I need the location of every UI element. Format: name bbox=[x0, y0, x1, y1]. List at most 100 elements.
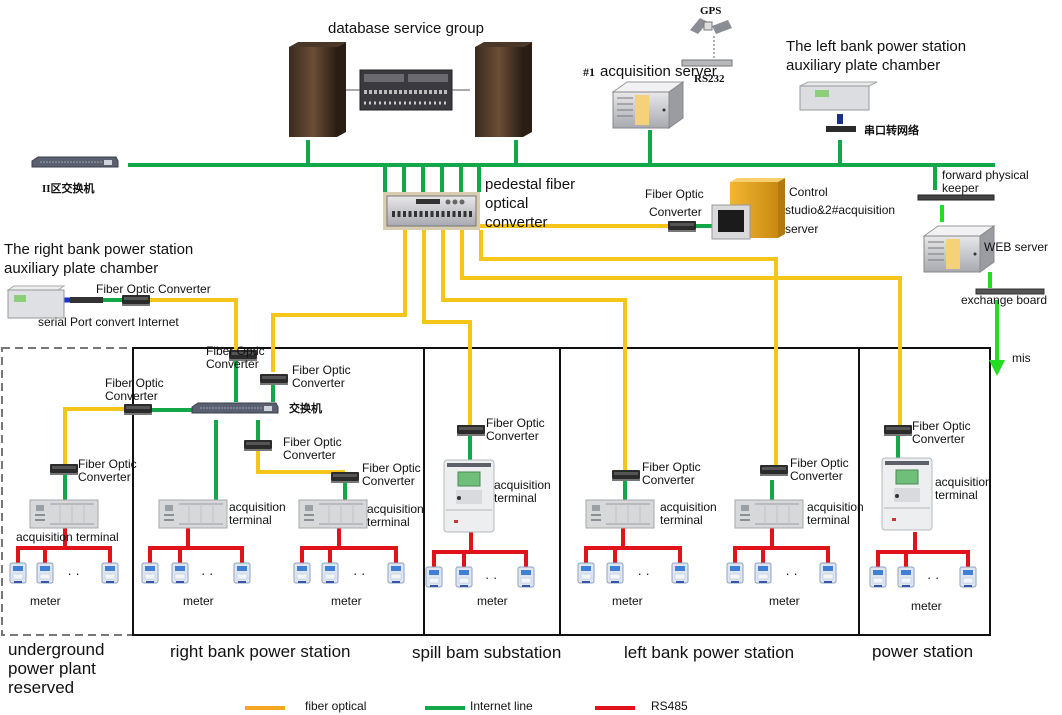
acq-terminal-label: acquisition terminal bbox=[16, 530, 119, 544]
fiber-optic-converter[interactable] bbox=[612, 470, 640, 481]
gps-label: GPS bbox=[700, 5, 721, 17]
database-storage-array[interactable] bbox=[359, 69, 453, 111]
meter-icon[interactable] bbox=[101, 562, 119, 584]
fiber-optic-converter[interactable] bbox=[884, 425, 912, 436]
meter-icon[interactable] bbox=[387, 562, 405, 584]
meter-icon[interactable] bbox=[141, 562, 159, 584]
forward-keeper-label-line2: keeper bbox=[942, 181, 979, 195]
meter-icon[interactable] bbox=[869, 566, 887, 588]
switch-cn-label: 交换机 bbox=[289, 401, 322, 415]
acq-terminal-underground[interactable] bbox=[29, 499, 99, 529]
meter-icon[interactable] bbox=[321, 562, 339, 584]
foc-label-line1: Fiber Optic bbox=[283, 435, 342, 449]
meter-icon[interactable] bbox=[577, 562, 595, 584]
web-server-label: WEB server bbox=[984, 240, 1048, 254]
rs485-lines bbox=[16, 528, 970, 567]
left-bank-chamber-line1: The left bank power station bbox=[786, 38, 966, 55]
right-bank-chamber-device[interactable] bbox=[6, 285, 66, 319]
meter-label: meter bbox=[331, 594, 362, 608]
acq-terminal-lb1[interactable] bbox=[585, 499, 655, 529]
serial-to-network-device[interactable] bbox=[826, 126, 856, 132]
acquisition-server-1[interactable] bbox=[612, 81, 684, 129]
acq-label-line2: terminal bbox=[935, 488, 978, 502]
fiber-optic-converter[interactable] bbox=[244, 440, 272, 451]
ellipsis: · · bbox=[927, 570, 939, 585]
section-label-right-bank: right bank power station bbox=[170, 642, 351, 661]
meter-icon[interactable] bbox=[517, 566, 535, 588]
foc-label-line1: Fiber Optic bbox=[790, 456, 849, 470]
fiber-optic-converter[interactable] bbox=[331, 472, 359, 483]
fiber-optic-converter[interactable] bbox=[124, 404, 152, 415]
meter-label: meter bbox=[769, 594, 800, 608]
control-label-line1: Control bbox=[789, 185, 828, 199]
top-fiber-optic-converter[interactable] bbox=[668, 221, 696, 232]
acq-label-line2: terminal bbox=[660, 513, 703, 527]
foc-label-line1: Fiber Optic bbox=[105, 376, 164, 390]
meter-icon[interactable] bbox=[233, 562, 251, 584]
foc-label-line1: Fiber Optic bbox=[362, 461, 421, 475]
section-label-left-bank: left bank power station bbox=[624, 643, 794, 662]
acq-terminal-rb1[interactable] bbox=[158, 499, 228, 529]
meter-icon[interactable] bbox=[9, 562, 27, 584]
acq-label-line2: terminal bbox=[229, 513, 272, 527]
acq-label-line1: acquisition bbox=[807, 500, 864, 514]
acq-terminal-lb2[interactable] bbox=[734, 499, 804, 529]
foc-label-line1: Fiber Optic bbox=[486, 416, 545, 430]
acq-label-line1: acquisition bbox=[660, 500, 717, 514]
mis-uplink bbox=[940, 205, 1005, 376]
foc-label-line2: Converter bbox=[283, 448, 336, 462]
acq-terminal-spill[interactable] bbox=[443, 459, 495, 533]
foc-label-line2: Converter bbox=[912, 432, 965, 446]
fiber-optic-converter[interactable] bbox=[760, 465, 788, 476]
fiber-optic-converter[interactable] bbox=[260, 374, 288, 385]
legend-label: fiber optical bbox=[305, 699, 366, 713]
database-server-left[interactable] bbox=[289, 42, 346, 137]
right-chamber-fiber-optic-converter[interactable] bbox=[122, 295, 150, 306]
meter-icon[interactable] bbox=[293, 562, 311, 584]
meter-icon[interactable] bbox=[36, 562, 54, 584]
foc-label-line1: Fiber Optic bbox=[78, 457, 137, 471]
meter-icon[interactable] bbox=[671, 562, 689, 584]
meter-icon[interactable] bbox=[455, 566, 473, 588]
meter-icon[interactable] bbox=[425, 566, 443, 588]
foc-label-line2: Converter bbox=[642, 473, 695, 487]
internet-lines bbox=[63, 130, 995, 500]
control-studio-computer[interactable] bbox=[711, 178, 785, 240]
legend-label: Internet line bbox=[470, 699, 533, 713]
pedestal-label-line3: converter bbox=[485, 214, 548, 231]
acq-terminal-ps[interactable] bbox=[881, 457, 933, 531]
meter-icon[interactable] bbox=[726, 562, 744, 584]
database-server-right[interactable] bbox=[475, 42, 532, 137]
top-foc-label-line1: Fiber Optic bbox=[645, 187, 704, 201]
section-label-power-station: power station bbox=[872, 642, 973, 661]
meter-icon[interactable] bbox=[897, 566, 915, 588]
left-bank-chamber-line2: auxiliary plate chamber bbox=[786, 57, 940, 74]
acq-terminal-rb2[interactable] bbox=[298, 499, 368, 529]
meter-label: meter bbox=[183, 594, 214, 608]
acq-label-line1: acquisition bbox=[229, 500, 286, 514]
forward-physical-keeper-device[interactable] bbox=[917, 194, 995, 201]
meter-label: meter bbox=[612, 594, 643, 608]
left-bank-chamber-device[interactable] bbox=[799, 81, 878, 111]
zone2-switch-device[interactable] bbox=[31, 156, 119, 168]
fiber-lines bbox=[63, 224, 902, 474]
foc-label-line1: Fiber Optic bbox=[206, 344, 265, 358]
serial-port-converter[interactable] bbox=[70, 297, 103, 303]
meter-icon[interactable] bbox=[171, 562, 189, 584]
right-bank-switch[interactable] bbox=[191, 402, 279, 414]
meter-icon[interactable] bbox=[754, 562, 772, 584]
meter-icon[interactable] bbox=[606, 562, 624, 584]
exchange-board-device[interactable] bbox=[975, 288, 1045, 295]
mis-label: mis bbox=[1012, 351, 1031, 365]
acq-server-1-label: acquisition server bbox=[600, 63, 717, 80]
fiber-optic-converter[interactable] bbox=[50, 464, 78, 475]
section-label-underground-line3: reserved bbox=[8, 678, 74, 697]
meter-icon[interactable] bbox=[819, 562, 837, 584]
foc-label-line2: Converter bbox=[105, 389, 158, 403]
pedestal-label-line2: optical bbox=[485, 195, 528, 212]
pedestal-fiber-converter[interactable] bbox=[383, 192, 480, 230]
meter-icon[interactable] bbox=[959, 566, 977, 588]
fiber-optic-converter[interactable] bbox=[457, 425, 485, 436]
ellipsis: · · bbox=[638, 566, 650, 581]
